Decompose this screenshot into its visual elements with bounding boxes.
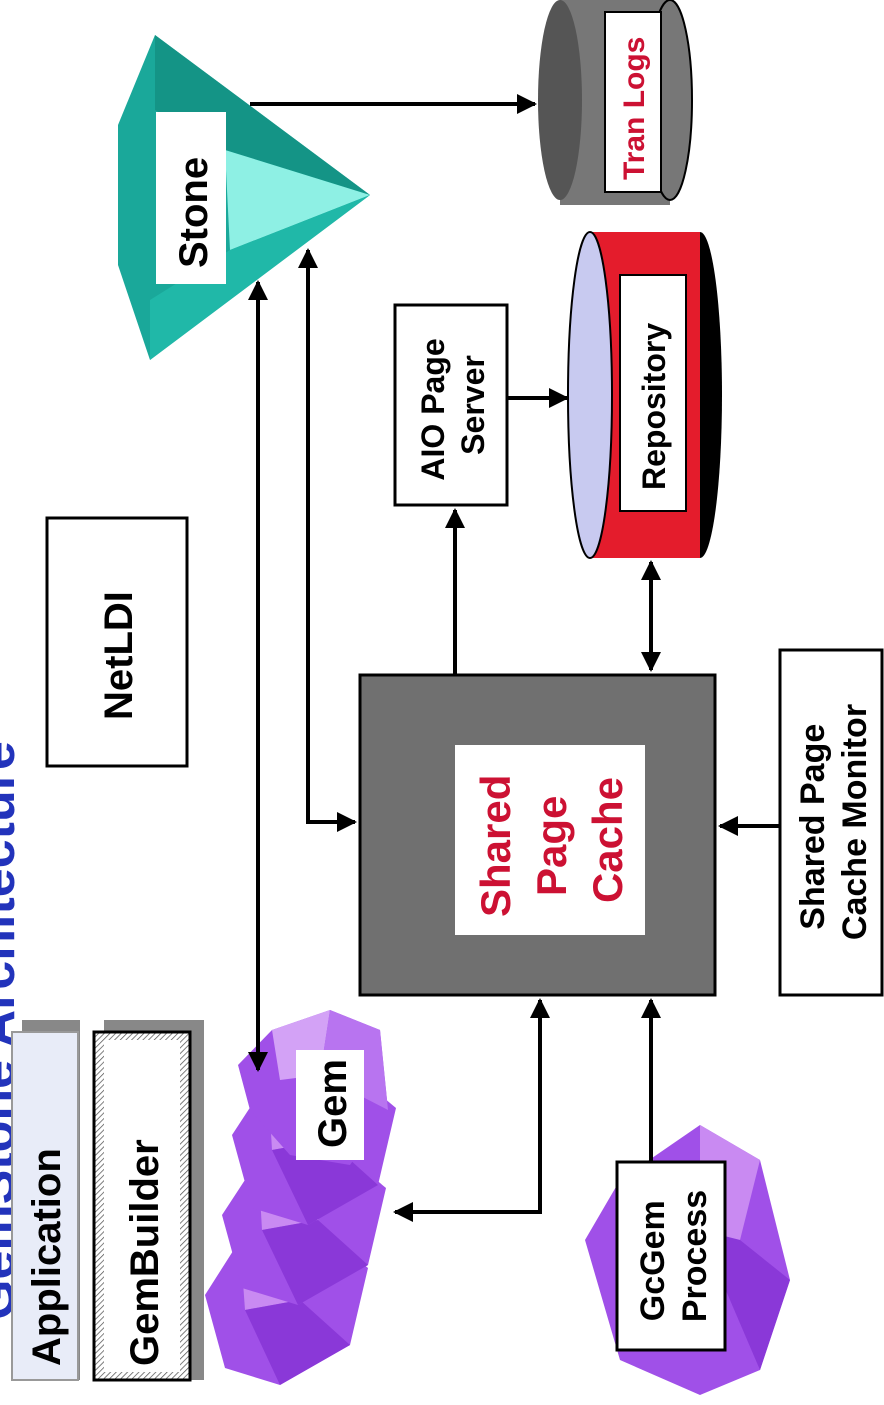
svg-text:AIO Page Server: AIO Page Server — [415, 329, 491, 480]
gem-stack: Gem — [205, 1010, 396, 1385]
cache-monitor-box — [778, 648, 884, 997]
gem-label: Gem — [311, 1059, 355, 1148]
gembuilder-inner — [104, 1040, 180, 1372]
gcgem-line-1: GcGem — [634, 1200, 672, 1321]
gcgem-label-box — [615, 1160, 727, 1352]
tran-logs-node: Tran Logs — [538, 0, 693, 205]
aio-page-server-node: AIO Page Server — [393, 303, 509, 507]
netldi-box — [45, 516, 189, 768]
spc-line-2: Page — [528, 796, 575, 896]
application-stack: Application GemBuilder — [11, 1020, 204, 1382]
shared-page-cache-label-box — [455, 745, 645, 935]
arrow-stone-cache — [298, 248, 357, 832]
shared-page-cache-node: Shared Page Cache — [358, 673, 717, 997]
spc-line-3: Cache — [584, 777, 631, 903]
tran-logs-label-box — [604, 11, 662, 193]
gcgem-line-2: Process — [676, 1190, 714, 1322]
stone-node: Stone — [118, 35, 370, 360]
repository-label-box — [619, 274, 687, 512]
repository-label: Repository — [636, 323, 672, 490]
connectors — [248, 94, 780, 1222]
svg-text:GcGem Process: GcGem Process — [634, 1190, 714, 1322]
gem-label-box — [296, 1050, 364, 1160]
stone-label-box — [156, 112, 226, 284]
tran-logs-label: Tran Logs — [618, 37, 651, 180]
application-box — [11, 1031, 79, 1381]
monitor-line-1: Shared Page — [794, 724, 832, 930]
svg-text:Shared Page Cache: Shared Page Cache — [472, 763, 631, 917]
gcgem-node: GcGem Process — [585, 1125, 790, 1395]
svg-text:Shared Page Cache Monito: Shared Page Cache Monitor — [794, 704, 874, 940]
gembuilder-label: GemBuilder — [123, 1139, 167, 1366]
netldi-node: NetLDI — [45, 516, 189, 768]
application-label: Application — [25, 1148, 69, 1366]
stone-label: Stone — [172, 157, 216, 268]
monitor-line-2: Cache Monitor — [836, 704, 874, 940]
aio-line-2: Server — [455, 355, 491, 455]
aio-line-1: AIO Page — [415, 338, 451, 480]
cache-monitor-node: Shared Page Cache Monitor — [778, 648, 884, 997]
spc-line-1: Shared — [472, 775, 519, 917]
netldi-label: NetLDI — [97, 591, 141, 720]
repository-node: Repository — [567, 231, 722, 559]
arrow-cache-gem — [393, 998, 550, 1222]
aio-page-server-box — [393, 303, 509, 507]
